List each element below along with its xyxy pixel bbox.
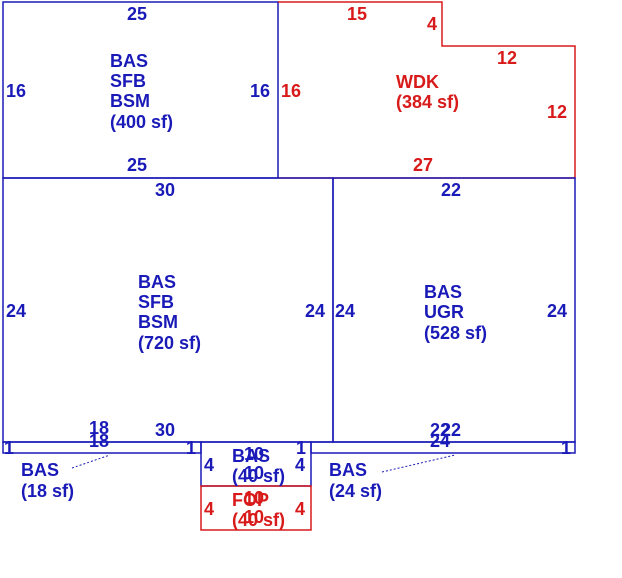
wdk-label-line-1: WDK (396, 72, 439, 92)
upper-left-dim-bottom: 25 (127, 155, 147, 175)
fop-label-line-2: (40 sf) (232, 510, 285, 530)
wdk-dim-left: 16 (281, 81, 301, 101)
left-strip-dim-bottom: 18 (89, 431, 109, 451)
main-right-label-line-2: UGR (424, 302, 464, 322)
fop-label-line-1: FOP (232, 490, 269, 510)
left-strip-dim-right: 1 (186, 438, 196, 458)
center-bas-dim-left: 4 (204, 455, 214, 475)
fop-dim-top: 10 (244, 488, 264, 508)
left-strip-dim-top: 18 (89, 418, 109, 438)
left-strip-label-line-2: (18 sf) (21, 481, 74, 501)
upper-left-label-line-4: (400 sf) (110, 112, 173, 132)
main-left-label-line-4: (720 sf) (138, 333, 201, 353)
right-strip-leader (381, 454, 456, 473)
upper-left-label-line-1: BAS (110, 51, 148, 71)
wdk-dim-notch: 4 (427, 14, 437, 34)
center-bas-dim-middle: 10 (244, 463, 264, 483)
right-strip-label-line-2: (24 sf) (329, 481, 382, 501)
main-left-label-line-3: BSM (138, 312, 178, 332)
upper-left-label-line-2: SFB (110, 71, 146, 91)
main-left-dim-bottom: 30 (155, 420, 175, 440)
center-bas-label-line-2: (40 sf) (232, 466, 285, 486)
main-right-label-line-1: BAS (424, 282, 462, 302)
wdk-dim-top: 15 (347, 4, 367, 24)
right-strip-dim-right: 1 (561, 438, 571, 458)
wdk-label-line-2: (384 sf) (396, 92, 459, 112)
right-strip-label-line-1: BAS (329, 460, 367, 480)
wdk-dim-right: 12 (547, 102, 567, 122)
wdk-dim-bottom: 27 (413, 155, 433, 175)
upper-left-dim-left: 16 (6, 81, 26, 101)
main-right-dim-left: 24 (335, 301, 355, 321)
center-bas-dim-top: 10 (244, 444, 264, 464)
upper-left-dim-top: 25 (127, 4, 147, 24)
main-left-label-line-1: BAS (138, 272, 176, 292)
left-strip-leader (71, 454, 111, 469)
main-right-label-line-3: (528 sf) (424, 323, 487, 343)
right-strip-dim-bottom: 24 (430, 431, 450, 451)
left-strip-label-line-1: BAS (21, 460, 59, 480)
right-strip-dim-left: 1 (296, 438, 306, 458)
main-right-dim-bottom-a: 22 (430, 420, 450, 440)
wdk-dim-step: 12 (497, 48, 517, 68)
upper-left-dim-right: 16 (250, 81, 270, 101)
fop-porch-outline (200, 485, 312, 531)
fop-dim-left: 4 (204, 499, 214, 519)
main-right-dim-bottom-b: 22 (441, 420, 461, 440)
left-strip-dim-left: 1 (4, 438, 14, 458)
main-left-label-line-2: SFB (138, 292, 174, 312)
upper-left-label-line-3: BSM (110, 91, 150, 111)
main-left-dim-top: 30 (155, 180, 175, 200)
fop-dim-bottom: 10 (244, 507, 264, 527)
fop-dim-right: 4 (295, 499, 305, 519)
center-bas-label-line-1: BAS (232, 446, 270, 466)
main-left-dim-right: 24 (305, 301, 325, 321)
main-left-dim-left: 24 (6, 301, 26, 321)
main-right-dim-top: 22 (441, 180, 461, 200)
center-bas-dim-right: 4 (295, 455, 305, 475)
main-right-dim-right: 24 (547, 301, 567, 321)
